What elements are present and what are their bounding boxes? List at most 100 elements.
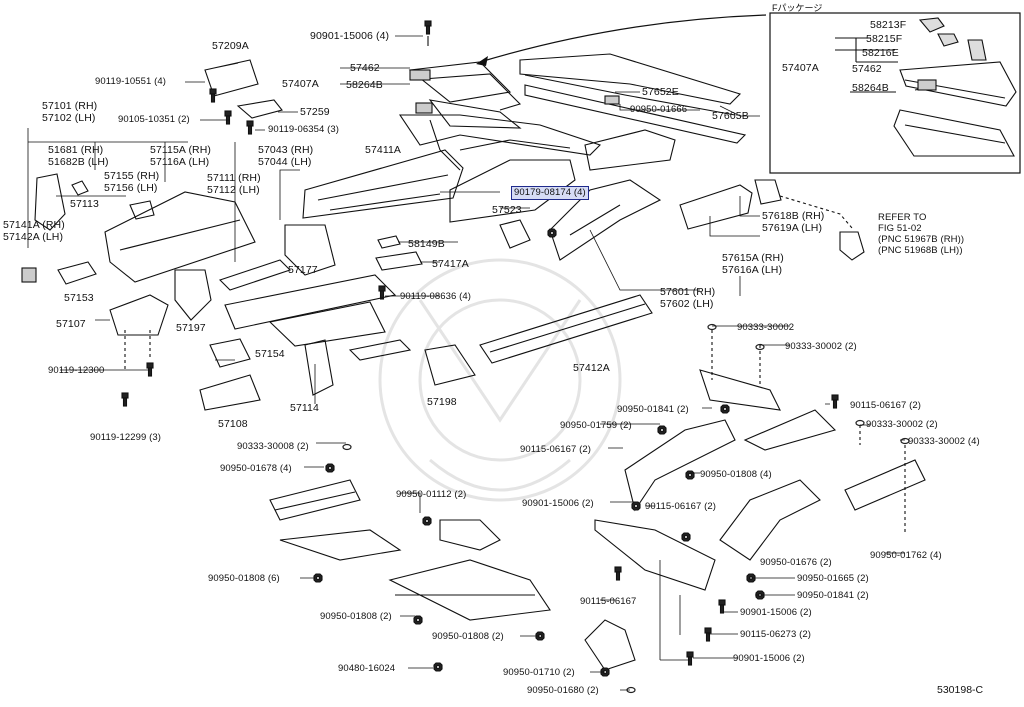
part-57153 xyxy=(57,261,97,285)
label-57108[interactable]: 57108 xyxy=(218,418,248,430)
label-90333-30002-d[interactable]: 90333-30002 (4) xyxy=(908,436,980,447)
label-90901-15006-2b[interactable]: 90901-15006 (2) xyxy=(740,607,812,618)
label-90115-06167-c[interactable]: 90115-06167 (2) xyxy=(645,501,717,512)
label-57043-rh[interactable]: 57043 (RH) xyxy=(258,144,314,156)
label-57155-rh[interactable]: 57155 (RH) xyxy=(104,170,160,182)
inset-label-58213F[interactable]: 58213F xyxy=(870,19,907,31)
label-90950-01112[interactable]: 90950-01112 (2) xyxy=(396,489,467,500)
label-57044-lh[interactable]: 57044 (LH) xyxy=(258,156,312,168)
label-90950-01762[interactable]: 90950-01762 (4) xyxy=(870,550,942,561)
label-57259[interactable]: 57259 xyxy=(300,106,330,118)
label-57141A-rh[interactable]: 57141A (RH) xyxy=(3,219,65,231)
label-90333-30008[interactable]: 90333-30008 (2) xyxy=(237,441,309,452)
label-90115-06273[interactable]: 90115-06273 (2) xyxy=(740,629,812,640)
label-90950-01808-4[interactable]: 90950-01808 (4) xyxy=(700,469,772,480)
inset-label-58264B[interactable]: 58264B xyxy=(852,82,889,94)
label-57209A[interactable]: 57209A xyxy=(212,40,249,52)
label-51682B-lh[interactable]: 51682B (LH) xyxy=(48,156,109,168)
label-90950-01680[interactable]: 90950-01680 (2) xyxy=(527,685,599,696)
label-57197[interactable]: 57197 xyxy=(176,322,206,334)
label-57615A-rh[interactable]: 57615A (RH) xyxy=(722,252,784,264)
label-90901-15006-4[interactable]: 90901-15006 (4) xyxy=(310,30,390,42)
label-90901-15006-2c[interactable]: 90901-15006 (2) xyxy=(733,653,805,664)
refer-to-note: REFER TO FIG 51-02 (PNC 51967B (RH)) (PN… xyxy=(878,212,965,256)
label-90119-08636[interactable]: 90119-08636 (4) xyxy=(400,291,472,302)
label-57417A[interactable]: 57417A xyxy=(432,258,469,270)
label-57601-rh[interactable]: 57601 (RH) xyxy=(660,286,716,298)
label-51681-rh[interactable]: 51681 (RH) xyxy=(48,144,104,156)
label-90950-01841-a[interactable]: 90950-01841 (2) xyxy=(617,404,689,415)
rail-57605B xyxy=(519,53,747,144)
label-90950-01676[interactable]: 90950-01676 (2) xyxy=(760,557,832,568)
label-90119-12300[interactable]: 90119-12300 xyxy=(48,365,105,376)
label-57113[interactable]: 57113 xyxy=(70,198,99,210)
label-57619A-lh[interactable]: 57619A (LH) xyxy=(762,222,823,234)
label-57198[interactable]: 57198 xyxy=(427,396,457,408)
part-refer-bracket xyxy=(839,231,865,261)
label-57411A[interactable]: 57411A xyxy=(365,144,402,156)
watermark-emblem xyxy=(378,258,622,502)
label-90115-06167-b[interactable]: 90115-06167 (2) xyxy=(520,444,592,455)
label-57605B[interactable]: 57605B xyxy=(712,110,749,122)
inset-label-58216E[interactable]: 58216E xyxy=(862,47,899,59)
label-90119-12299[interactable]: 90119-12299 (3) xyxy=(90,432,162,443)
label-90115-06167-d[interactable]: 90115-06167 xyxy=(580,596,637,607)
part-57197 xyxy=(174,269,212,321)
label-57101-rh[interactable]: 57101 (RH) xyxy=(42,100,98,112)
label-57177[interactable]: 57177 xyxy=(288,264,318,276)
label-57107[interactable]: 57107 xyxy=(56,318,86,330)
inset-label-57462[interactable]: 57462 xyxy=(852,63,882,75)
label-57616A-lh[interactable]: 57616A (LH) xyxy=(722,264,783,276)
inset-label-58215F[interactable]: 58215F xyxy=(866,33,903,45)
label-90119-06354[interactable]: 90119-06354 (3) xyxy=(268,124,340,135)
label-90950-01710[interactable]: 90950-01710 (2) xyxy=(503,667,575,678)
label-57115A-rh[interactable]: 57115A (RH) xyxy=(150,144,212,156)
part-57259 xyxy=(236,99,283,119)
part-small-bracket xyxy=(499,219,531,249)
part-57601 xyxy=(549,179,662,261)
label-57618B-rh[interactable]: 57618B (RH) xyxy=(762,210,825,222)
label-90105-10351[interactable]: 90105-10351 (2) xyxy=(118,114,190,125)
label-90119-10551[interactable]: 90119-10551 (4) xyxy=(95,76,167,87)
label-57102-lh[interactable]: 57102 (LH) xyxy=(42,112,96,124)
label-90115-06167-a[interactable]: 90115-06167 (2) xyxy=(850,400,922,411)
label-90950-01808-2b[interactable]: 90950-01808 (2) xyxy=(432,631,504,642)
label-90950-01759[interactable]: 90950-01759 (2) xyxy=(560,420,632,431)
label-57412A[interactable]: 57412A xyxy=(573,362,610,374)
part-57043 xyxy=(284,224,336,276)
leader-lines xyxy=(27,35,905,691)
label-58264B[interactable]: 58264B xyxy=(346,79,383,91)
label-57112-lh[interactable]: 57112 (LH) xyxy=(207,184,260,196)
label-90179-08174-highlighted[interactable]: 90179-08174 (4) xyxy=(511,186,589,200)
label-57153[interactable]: 57153 xyxy=(64,292,94,304)
label-90950-01666[interactable]: 90950-01666 xyxy=(630,104,688,115)
label-57116A-lh[interactable]: 57116A (LH) xyxy=(150,156,210,168)
inset-label-57407A[interactable]: 57407A xyxy=(782,62,819,74)
label-57462[interactable]: 57462 xyxy=(350,62,380,74)
label-57407A[interactable]: 57407A xyxy=(282,78,319,90)
label-90480-16024[interactable]: 90480-16024 xyxy=(338,663,396,674)
rail-57462 xyxy=(408,61,522,129)
label-57652E[interactable]: 57652E xyxy=(642,86,679,98)
label-90333-30002-b[interactable]: 90333-30002 (2) xyxy=(785,341,857,352)
part-57142A-clip xyxy=(21,267,37,283)
label-90950-01808-2a[interactable]: 90950-01808 (2) xyxy=(320,611,392,622)
label-57111-rh[interactable]: 57111 (RH) xyxy=(207,172,261,184)
label-57602-lh[interactable]: 57602 (LH) xyxy=(660,298,714,310)
label-90333-30002-c[interactable]: 90333-30002 (2) xyxy=(866,419,938,430)
label-90950-01678[interactable]: 90950-01678 (4) xyxy=(220,463,292,474)
label-57156-lh[interactable]: 57156 (LH) xyxy=(104,182,158,194)
label-57142A-lh[interactable]: 57142A (LH) xyxy=(3,231,64,243)
label-57154[interactable]: 57154 xyxy=(255,348,285,360)
label-57114[interactable]: 57114 xyxy=(290,402,319,414)
label-58149B[interactable]: 58149B xyxy=(408,238,445,250)
label-90950-01808-6[interactable]: 90950-01808 (6) xyxy=(208,573,280,584)
label-90333-30002-a[interactable]: 90333-30002 xyxy=(737,322,795,333)
label-90901-15006-2a[interactable]: 90901-15006 (2) xyxy=(522,498,594,509)
label-90950-01665[interactable]: 90950-01665 (2) xyxy=(797,573,869,584)
part-lower-left-2 xyxy=(279,529,402,561)
label-90950-01841-b[interactable]: 90950-01841 (2) xyxy=(797,590,869,601)
part-floor-rail-57412A xyxy=(479,294,653,364)
part-58149B xyxy=(377,235,401,249)
label-57523[interactable]: 57523 xyxy=(492,204,522,216)
